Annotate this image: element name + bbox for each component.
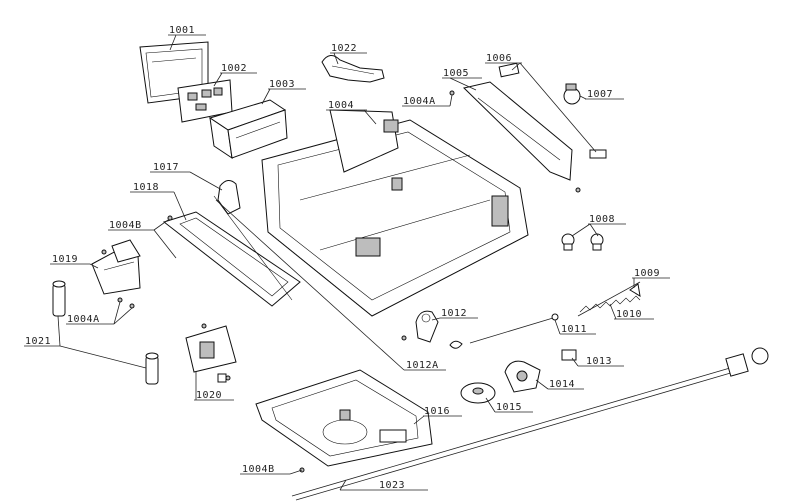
part-1022-bracket: [321, 55, 385, 83]
part-1007-valve: [563, 83, 607, 159]
part-1008-feet: [561, 233, 604, 251]
part-1010-spring: [577, 281, 641, 317]
part-1011-rod: [449, 313, 559, 349]
label-1001: 1001: [169, 25, 195, 36]
part-1002-pcb: [177, 79, 233, 123]
part-1016-base: [255, 369, 433, 467]
label-1012a: 1012A: [406, 360, 439, 371]
screws: [101, 90, 581, 473]
label-1010: 1010: [616, 309, 642, 320]
part-1006-clip: [498, 62, 520, 78]
label-1015: 1015: [496, 402, 522, 413]
label-1004b-bottom: 1004B: [242, 464, 275, 475]
label-1003: 1003: [269, 79, 295, 90]
label-1021: 1021: [25, 336, 51, 347]
label-1011: 1011: [561, 324, 587, 335]
part-1014-motor: [504, 360, 541, 393]
label-1002: 1002: [221, 63, 247, 74]
label-1016: 1016: [424, 406, 450, 417]
leader-lines: [24, 34, 670, 491]
part-1018-panel: [162, 195, 301, 307]
label-1022: 1022: [331, 43, 357, 54]
label-1004a-left: 1004A: [67, 314, 100, 325]
label-1014: 1014: [549, 379, 575, 390]
part-1021-cylinders: [52, 280, 159, 385]
label-1019: 1019: [52, 254, 78, 265]
part-1012-pump: [415, 310, 439, 343]
label-1004a-top: 1004A: [403, 96, 436, 107]
part-1019-duct: [91, 239, 141, 295]
part-labels: 1001 1002 1003 1022 1004 1004A 1005 1006…: [25, 25, 660, 491]
label-1017: 1017: [153, 162, 179, 173]
part-1017-bracket: [217, 180, 241, 215]
label-1012: 1012: [441, 308, 467, 319]
part-1003-module: [208, 99, 288, 160]
label-1013: 1013: [586, 356, 612, 367]
label-1020: 1020: [196, 390, 222, 401]
label-1023: 1023: [379, 480, 405, 491]
part-1015-disc: [460, 382, 496, 404]
part-1013-part: [561, 349, 577, 361]
part-1009-clip: [629, 283, 641, 297]
part-1005-rail: [462, 81, 573, 181]
label-1004b-left: 1004B: [109, 220, 142, 231]
label-1006: 1006: [486, 53, 512, 64]
part-1004-tub: [261, 109, 529, 317]
label-1009: 1009: [634, 268, 660, 279]
label-1008: 1008: [589, 214, 615, 225]
part-1023-hose: [291, 347, 769, 501]
label-1004: 1004: [328, 100, 354, 111]
label-1018: 1018: [133, 182, 159, 193]
label-1005: 1005: [443, 68, 469, 79]
label-1007: 1007: [587, 89, 613, 100]
part-1020-bracket: [185, 325, 237, 383]
